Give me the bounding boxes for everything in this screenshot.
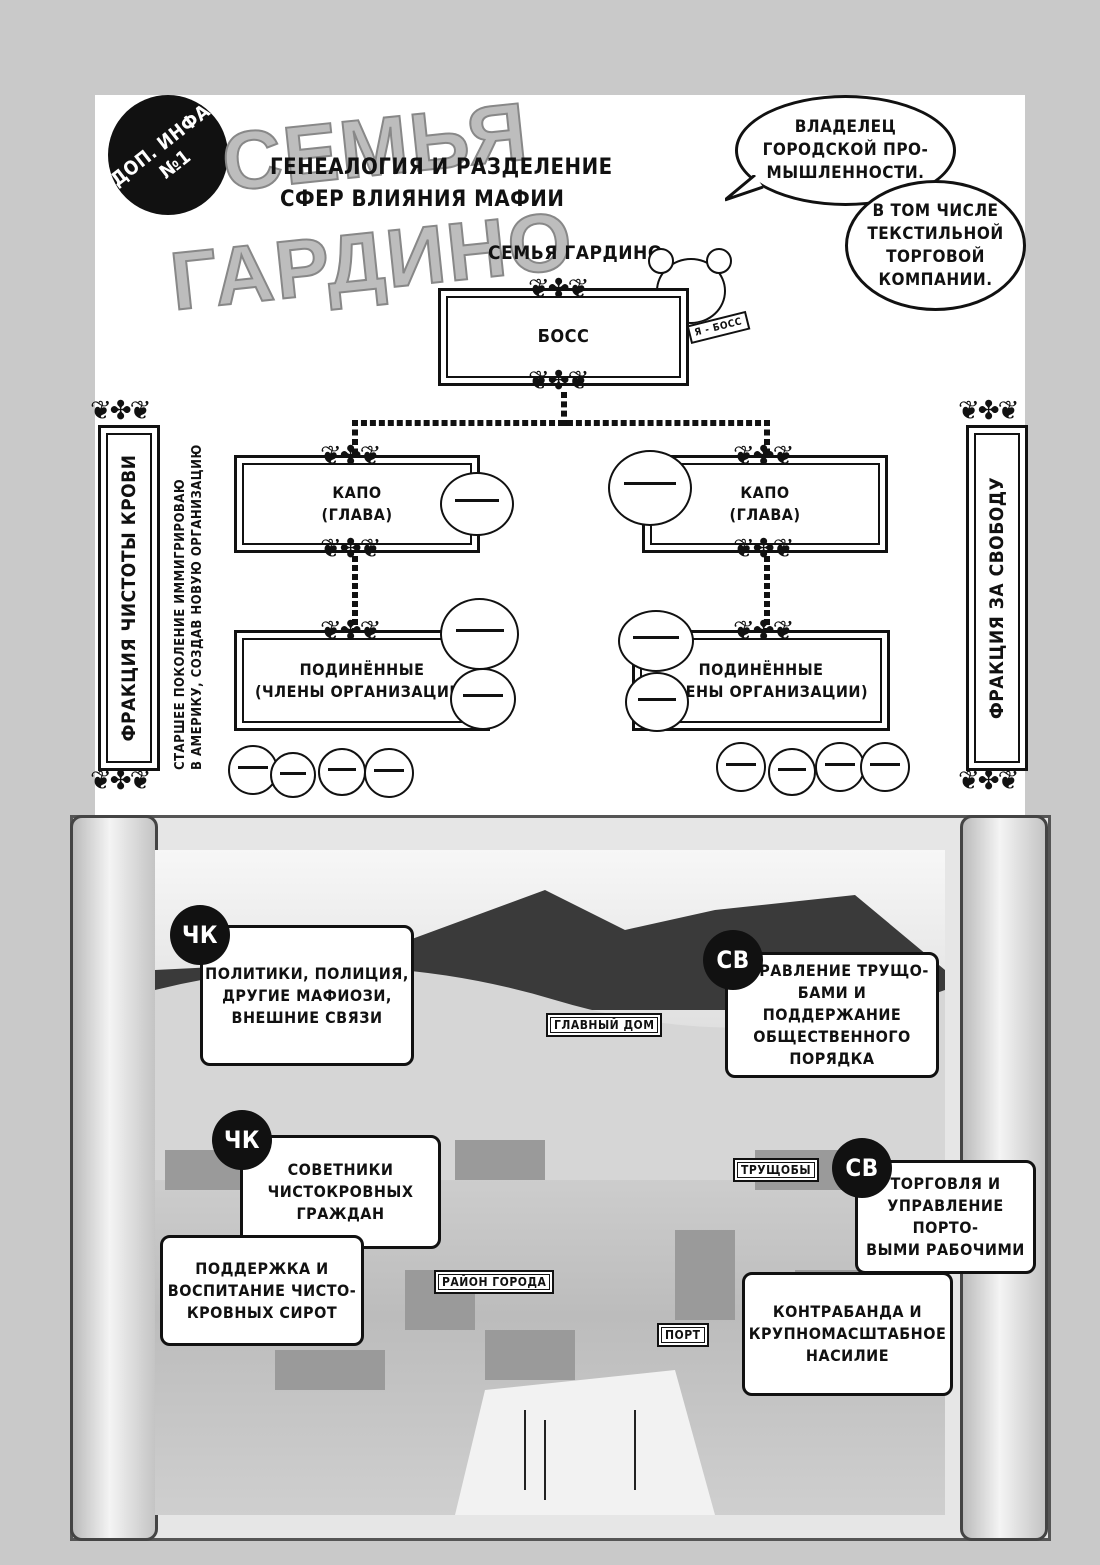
ck-box-orphans: ПОДДЕРЖКА И ВОСПИТАНИЕ ЧИСТО- КРОВНЫХ СИ… bbox=[160, 1235, 364, 1346]
sv-line: НАСИЛИЕ bbox=[805, 1346, 890, 1365]
character-member bbox=[768, 748, 816, 796]
sv-box-smuggling: КОНТРАБАНДА И КРУПНОМАСШТАБНОЕ НАСИЛИЕ bbox=[742, 1272, 953, 1396]
badge-label: ДОП. ИНФА bbox=[106, 100, 215, 192]
family-label: СЕМЬЯ ГАРДИНО bbox=[488, 242, 663, 264]
faction-label-left: ФРАКЦИЯ ЧИСТОТЫ КРОВИ bbox=[118, 454, 140, 742]
sv-line: КОНТРАБАНДА И bbox=[772, 1302, 923, 1321]
sv-box-trade: ТОРГОВЛЯ И УПРАВЛЕНИЕ ПОРТО- ВЫМИ РАБОЧИ… bbox=[855, 1160, 1036, 1274]
speech-line: ТОРГОВОЙ bbox=[886, 246, 985, 267]
ornament-icon: ❦✤❦ bbox=[528, 366, 589, 396]
subordinates-sub-label: (ЧЛЕНЫ ОРГАНИЗАЦИИ) bbox=[653, 681, 869, 701]
subordinates-label: ПОДИНЁННЫЕ bbox=[299, 659, 425, 679]
character-member bbox=[860, 742, 910, 792]
ck-line: ПОДДЕРЖКА И bbox=[195, 1258, 329, 1278]
ornament-icon: ❦✤❦ bbox=[733, 441, 794, 471]
ck-box-advisors: СОВЕТНИКИ ЧИСТОКРОВНЫХ ГРАЖДАН bbox=[240, 1135, 441, 1249]
character-member bbox=[716, 742, 766, 792]
sv-line: ТОРГОВЛЯ И bbox=[890, 1174, 1001, 1193]
sv-line: ВЫМИ РАБОЧИМИ bbox=[866, 1240, 1025, 1259]
ck-tag: ЧК bbox=[170, 905, 230, 965]
ornament-icon: ❦✤❦ bbox=[528, 274, 589, 304]
place-main-house: ГЛАВНЫЙ ДОМ bbox=[546, 1013, 663, 1037]
sv-line: УПРАВЛЕНИЕ ПОРТО- bbox=[887, 1196, 1004, 1237]
capo-sub-label: (ГЛАВА) bbox=[729, 505, 801, 524]
ornament-icon: ❦✤❦ bbox=[958, 766, 1019, 796]
faction-note-left: СТАРШЕЕ ПОКОЛЕНИЕ ИММИГРИРОВАЮ В АМЕРИКУ… bbox=[172, 444, 206, 770]
subordinates-sub-label: (ЧЛЕНЫ ОРГАНИЗАЦИИ) bbox=[254, 681, 470, 701]
speech-line: МЫШЛЕННОСТИ. bbox=[766, 163, 925, 183]
subordinates-label: ПОДИНЁННЫЕ bbox=[698, 659, 824, 679]
subtitle-line: СФЕР ВЛИЯНИЯ МАФИИ bbox=[280, 187, 565, 212]
place-slums: ТРУЩОБЫ bbox=[733, 1158, 820, 1182]
character-capo-left bbox=[440, 472, 514, 536]
sv-tag: СВ bbox=[832, 1138, 892, 1198]
capo-sub-label: (ГЛАВА) bbox=[321, 505, 393, 524]
character-member bbox=[815, 742, 865, 792]
character-member bbox=[318, 748, 366, 796]
faction-panel-right: ФРАКЦИЯ ЗА СВОБОДУ bbox=[966, 425, 1028, 771]
ck-line: КРОВНЫХ СИРОТ bbox=[186, 1302, 338, 1322]
capo-label: КАПО bbox=[332, 483, 382, 502]
place-port: ПОРТ bbox=[657, 1323, 709, 1347]
sv-line: ПОРЯДКА bbox=[789, 1049, 875, 1068]
info-badge: ДОП. ИНФА №1 bbox=[106, 95, 228, 215]
sv-box-slums: УПРАВЛЕНИЕ ТРУЩО- БАМИ И ПОДДЕРЖАНИЕ ОБЩ… bbox=[725, 952, 939, 1078]
page-subtitle: ГЕНЕАЛОГИЯ И РАЗДЕЛЕНИЕ СФЕР ВЛИЯНИЯ МАФ… bbox=[270, 152, 613, 216]
faction-label-right: ФРАКЦИЯ ЗА СВОБОДУ bbox=[986, 476, 1008, 720]
ck-tag: ЧК bbox=[212, 1110, 272, 1170]
ornament-icon: ❦✤❦ bbox=[90, 766, 151, 796]
speech-tail bbox=[725, 175, 764, 202]
character-capo-right bbox=[608, 450, 692, 526]
character-subordinate-left bbox=[440, 598, 519, 670]
speech-line: ГОРОДСКОЙ ПРО- bbox=[762, 140, 929, 160]
speech-line: ВЛАДЕЛЕЦ bbox=[794, 117, 897, 137]
ck-box-politics: ПОЛИТИКИ, ПОЛИЦИЯ, ДРУГИЕ МАФИОЗИ, ВНЕШН… bbox=[200, 925, 414, 1066]
ornament-icon: ❦✤❦ bbox=[320, 534, 381, 564]
character-subordinate-right bbox=[618, 610, 694, 672]
sv-line: КРУПНОМАСШТАБНОЕ bbox=[748, 1324, 947, 1343]
capo-label: КАПО bbox=[740, 483, 790, 502]
speech-line: КОМПАНИИ. bbox=[878, 269, 993, 290]
note-line: СТАРШЕЕ ПОКОЛЕНИЕ ИММИГРИРОВАЮ bbox=[173, 478, 188, 770]
ck-line: ЧИСТОКРОВНЫХ bbox=[267, 1182, 414, 1201]
character-member bbox=[364, 748, 414, 798]
boss-label: БОСС bbox=[537, 326, 590, 347]
capo-box-left: КАПО (ГЛАВА) bbox=[234, 455, 480, 553]
boss-box: БОСС bbox=[438, 288, 689, 386]
character-subordinate-right bbox=[625, 672, 689, 732]
faction-panel-left: ФРАКЦИЯ ЧИСТОТЫ КРОВИ bbox=[98, 425, 160, 771]
ck-line: ВНЕШНИЕ СВЯЗИ bbox=[231, 1007, 383, 1027]
ck-line: ПОЛИТИКИ, ПОЛИЦИЯ, bbox=[205, 963, 409, 983]
ornament-icon: ❦✤❦ bbox=[320, 441, 381, 471]
ornament-icon: ❦✤❦ bbox=[958, 396, 1019, 426]
sv-line: УПРАВЛЕНИЕ ТРУЩО- bbox=[735, 961, 929, 980]
connector-line bbox=[352, 420, 770, 426]
sv-tag: СВ bbox=[703, 930, 763, 990]
subtitle-line: ГЕНЕАЛОГИЯ И РАЗДЕЛЕНИЕ bbox=[270, 155, 613, 180]
ornament-icon: ❦✤❦ bbox=[733, 534, 794, 564]
character-member bbox=[270, 752, 316, 798]
ornament-icon: ❦✤❦ bbox=[733, 616, 794, 646]
speech-line: ТЕКСТИЛЬНОЙ bbox=[867, 223, 1004, 244]
ck-line: ГРАЖДАН bbox=[296, 1204, 385, 1223]
note-line: В АМЕРИКУ, СОЗДАВ НОВУЮ ОРГАНИЗАЦИЮ bbox=[190, 444, 205, 770]
character-subordinate-left bbox=[450, 668, 516, 730]
ornament-icon: ❦✤❦ bbox=[320, 616, 381, 646]
sv-line: БАМИ И ПОДДЕРЖАНИЕ bbox=[762, 983, 902, 1024]
ck-line: ДРУГИЕ МАФИОЗИ, bbox=[222, 985, 392, 1005]
place-district: РАЙОН ГОРОДА bbox=[434, 1270, 555, 1294]
ck-line: СОВЕТНИКИ bbox=[287, 1160, 394, 1179]
speech-bubble-textile: В ТОМ ЧИСЛЕ ТЕКСТИЛЬНОЙ ТОРГОВОЙ КОМПАНИ… bbox=[845, 180, 1026, 311]
sv-line: ОБЩЕСТВЕННОГО bbox=[753, 1027, 911, 1046]
ck-line: ВОСПИТАНИЕ ЧИСТО- bbox=[167, 1280, 357, 1300]
scroll-rod-left bbox=[70, 815, 158, 1541]
speech-line: В ТОМ ЧИСЛЕ bbox=[872, 200, 999, 221]
ornament-icon: ❦✤❦ bbox=[90, 396, 151, 426]
